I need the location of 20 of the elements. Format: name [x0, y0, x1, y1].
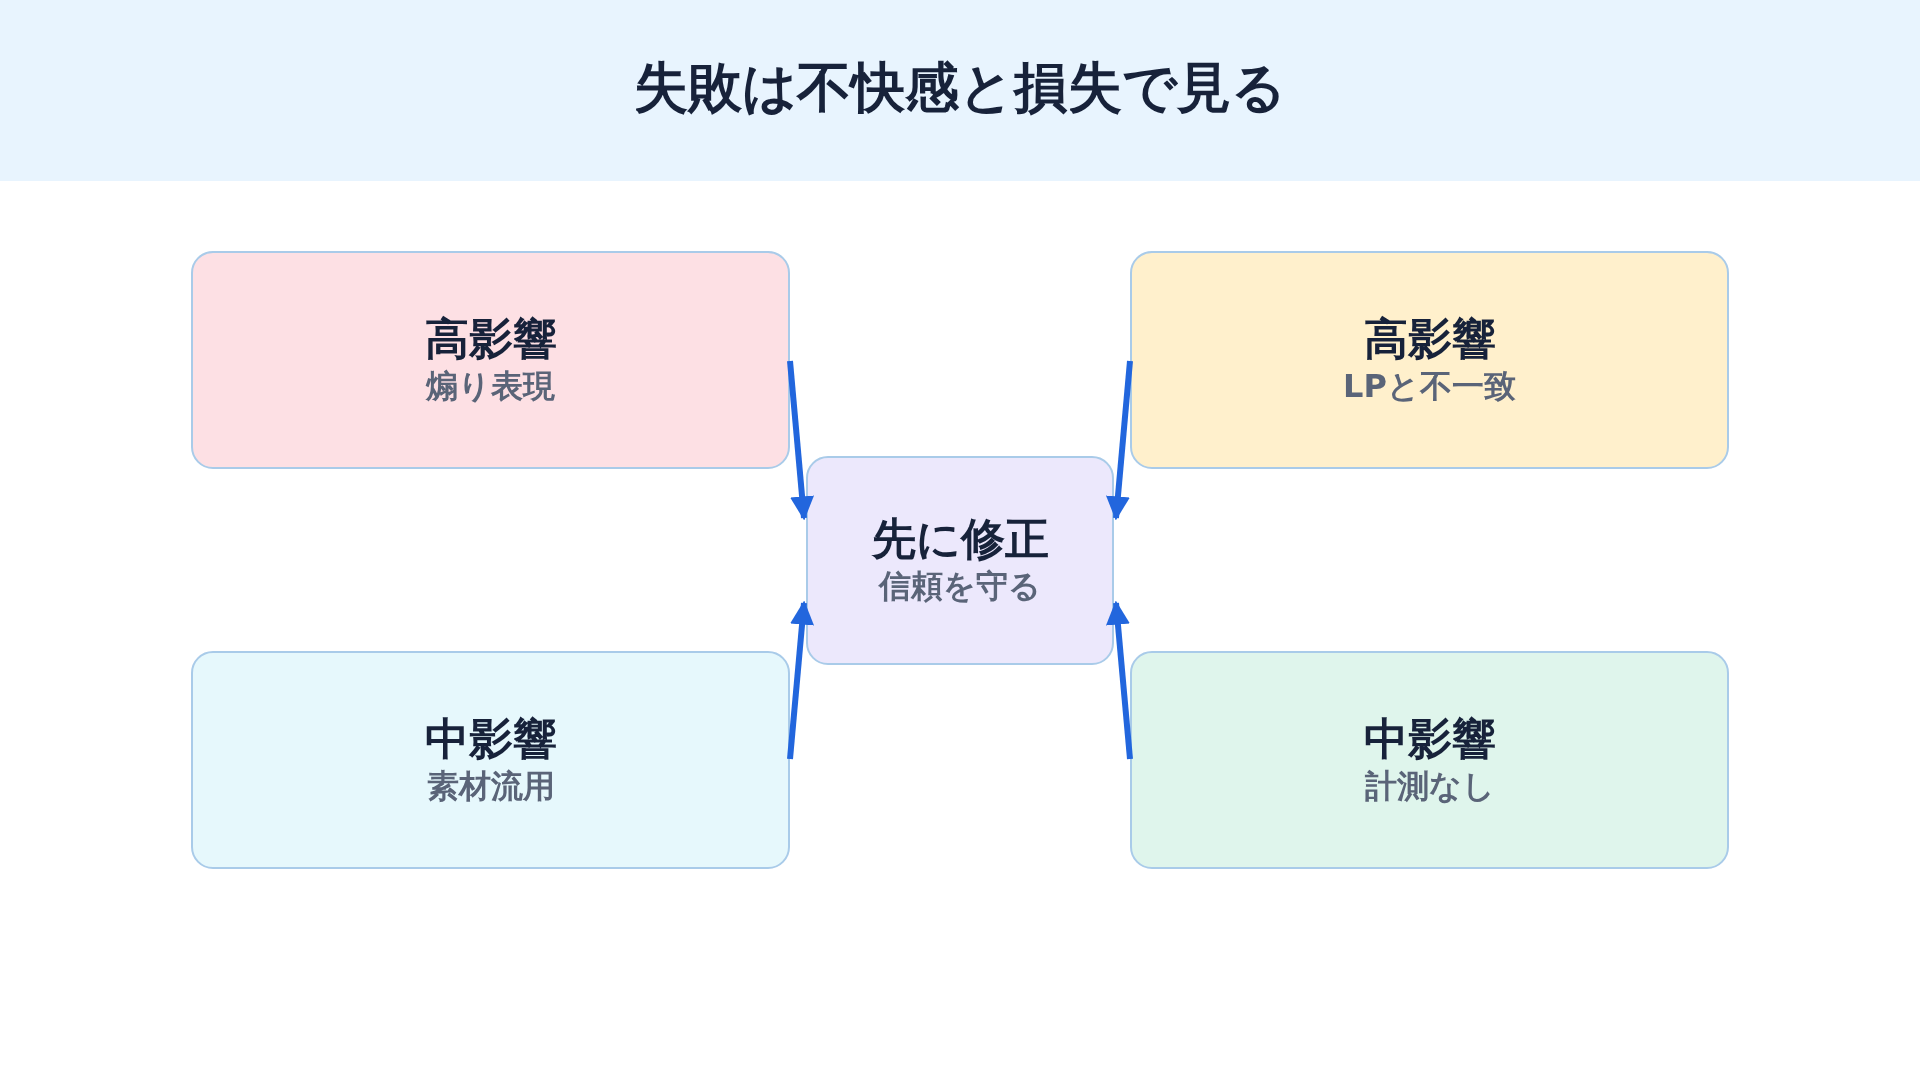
impact-box [191, 251, 790, 469]
box-subtitle: 素材流用 [426, 765, 555, 807]
impact-box [1130, 651, 1729, 869]
impact-box [191, 651, 790, 869]
center-box [806, 456, 1114, 665]
box-heading: 中影響 [424, 712, 557, 766]
box-subtitle: 計測なし [1364, 765, 1495, 807]
box-heading: 中影響 [1363, 712, 1496, 766]
arrow [787, 360, 815, 521]
arrow [1105, 360, 1133, 521]
box-heading: 高影響 [1363, 312, 1496, 366]
box-subtitle: LPと不一致 [1343, 365, 1516, 407]
arrow [1106, 600, 1133, 760]
box-heading: 先に修正 [871, 513, 1049, 567]
impact-box [1130, 251, 1729, 469]
box-subtitle: 煽り表現 [426, 365, 555, 407]
arrow [787, 600, 814, 760]
box-heading: 高影響 [424, 312, 557, 366]
box-subtitle: 信頼を守る [879, 566, 1041, 608]
title: 失敗は不快感と損失で見る [633, 55, 1287, 121]
